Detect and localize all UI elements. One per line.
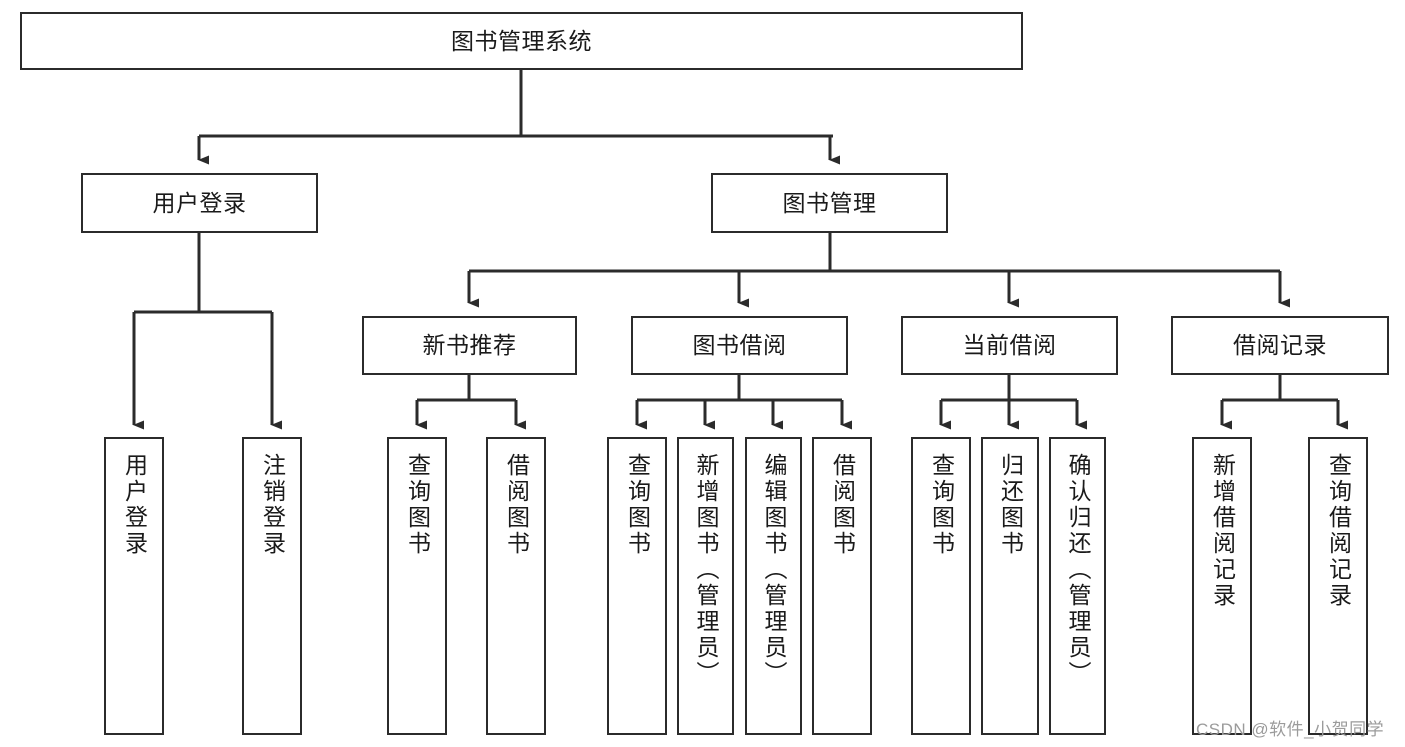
node-root-system[interactable]: 图书管理系统 [20,12,1023,70]
node-leaf-query-book-3[interactable]: 查询图书 [911,437,971,735]
node-leaf-borrow-book-1[interactable]: 借阅图书 [486,437,546,735]
node-leaf-query-borrow-record[interactable]: 查询借阅记录 [1308,437,1368,735]
node-leaf-query-book-2[interactable]: 查询图书 [607,437,667,735]
node-leaf-logout-login[interactable]: 注销登录 [242,437,302,735]
node-leaf-borrow-book-2[interactable]: 借阅图书 [812,437,872,735]
node-leaf-query-book-3-label: 查询图书 [928,453,955,557]
node-leaf-confirm-return-admin[interactable]: 确认归还（管理员） [1049,437,1106,735]
node-leaf-query-book-2-label: 查询图书 [624,453,651,557]
node-leaf-user-login[interactable]: 用户登录 [104,437,164,735]
node-user-login-label: 用户登录 [152,189,247,216]
node-borrow-record[interactable]: 借阅记录 [1171,316,1389,375]
node-new-book-recommend[interactable]: 新书推荐 [362,316,577,375]
node-leaf-query-book-1[interactable]: 查询图书 [387,437,447,735]
node-leaf-logout-login-label: 注销登录 [259,453,286,557]
node-leaf-edit-book-admin-label: 编辑图书（管理员） [761,453,787,687]
node-book-borrow-label: 图书借阅 [692,332,787,359]
node-current-borrow[interactable]: 当前借阅 [901,316,1118,375]
node-book-borrow[interactable]: 图书借阅 [631,316,848,375]
node-leaf-user-login-label: 用户登录 [121,453,148,557]
node-leaf-return-book-label: 归还图书 [997,453,1024,557]
node-root-system-label: 图书管理系统 [451,27,592,54]
node-current-borrow-label: 当前借阅 [962,332,1057,359]
node-leaf-add-borrow-record[interactable]: 新增借阅记录 [1192,437,1252,735]
node-book-management[interactable]: 图书管理 [711,173,948,233]
node-user-login[interactable]: 用户登录 [81,173,318,233]
node-leaf-borrow-book-2-label: 借阅图书 [829,453,856,557]
node-leaf-query-borrow-record-label: 查询借阅记录 [1325,453,1352,609]
node-leaf-add-book-admin-label: 新增图书（管理员） [693,453,719,687]
node-new-book-recommend-label: 新书推荐 [422,332,517,359]
csdn-watermark: CSDN @软件_小贺同学 [1196,720,1385,739]
node-borrow-record-label: 借阅记录 [1233,332,1327,359]
node-leaf-add-book-admin[interactable]: 新增图书（管理员） [677,437,734,735]
node-book-management-label: 图书管理 [782,189,877,216]
node-leaf-return-book[interactable]: 归还图书 [981,437,1039,735]
node-leaf-borrow-book-1-label: 借阅图书 [503,453,530,557]
node-leaf-edit-book-admin[interactable]: 编辑图书（管理员） [745,437,802,735]
node-leaf-add-borrow-record-label: 新增借阅记录 [1209,453,1236,609]
node-leaf-query-book-1-label: 查询图书 [404,453,431,557]
node-leaf-confirm-return-admin-label: 确认归还（管理员） [1065,453,1091,687]
